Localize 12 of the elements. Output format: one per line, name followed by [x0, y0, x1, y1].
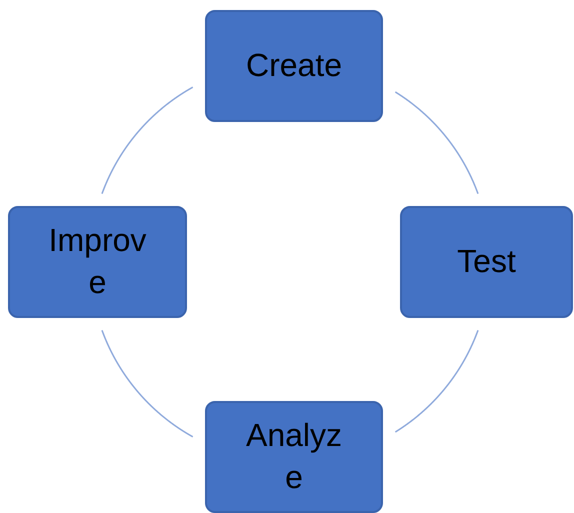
box-label: Improve [48, 221, 148, 302]
process-box [205, 401, 383, 513]
process-box [205, 10, 383, 122]
process-box [400, 206, 573, 318]
box-label: Analyze [244, 416, 344, 497]
process-box [8, 206, 187, 318]
box-label: Create [244, 46, 344, 86]
box-label: Test [456, 242, 517, 282]
connector-arc [101, 86, 194, 194]
connector-arc [394, 330, 479, 433]
connector-arc [101, 330, 194, 438]
connector-arc [394, 91, 479, 194]
